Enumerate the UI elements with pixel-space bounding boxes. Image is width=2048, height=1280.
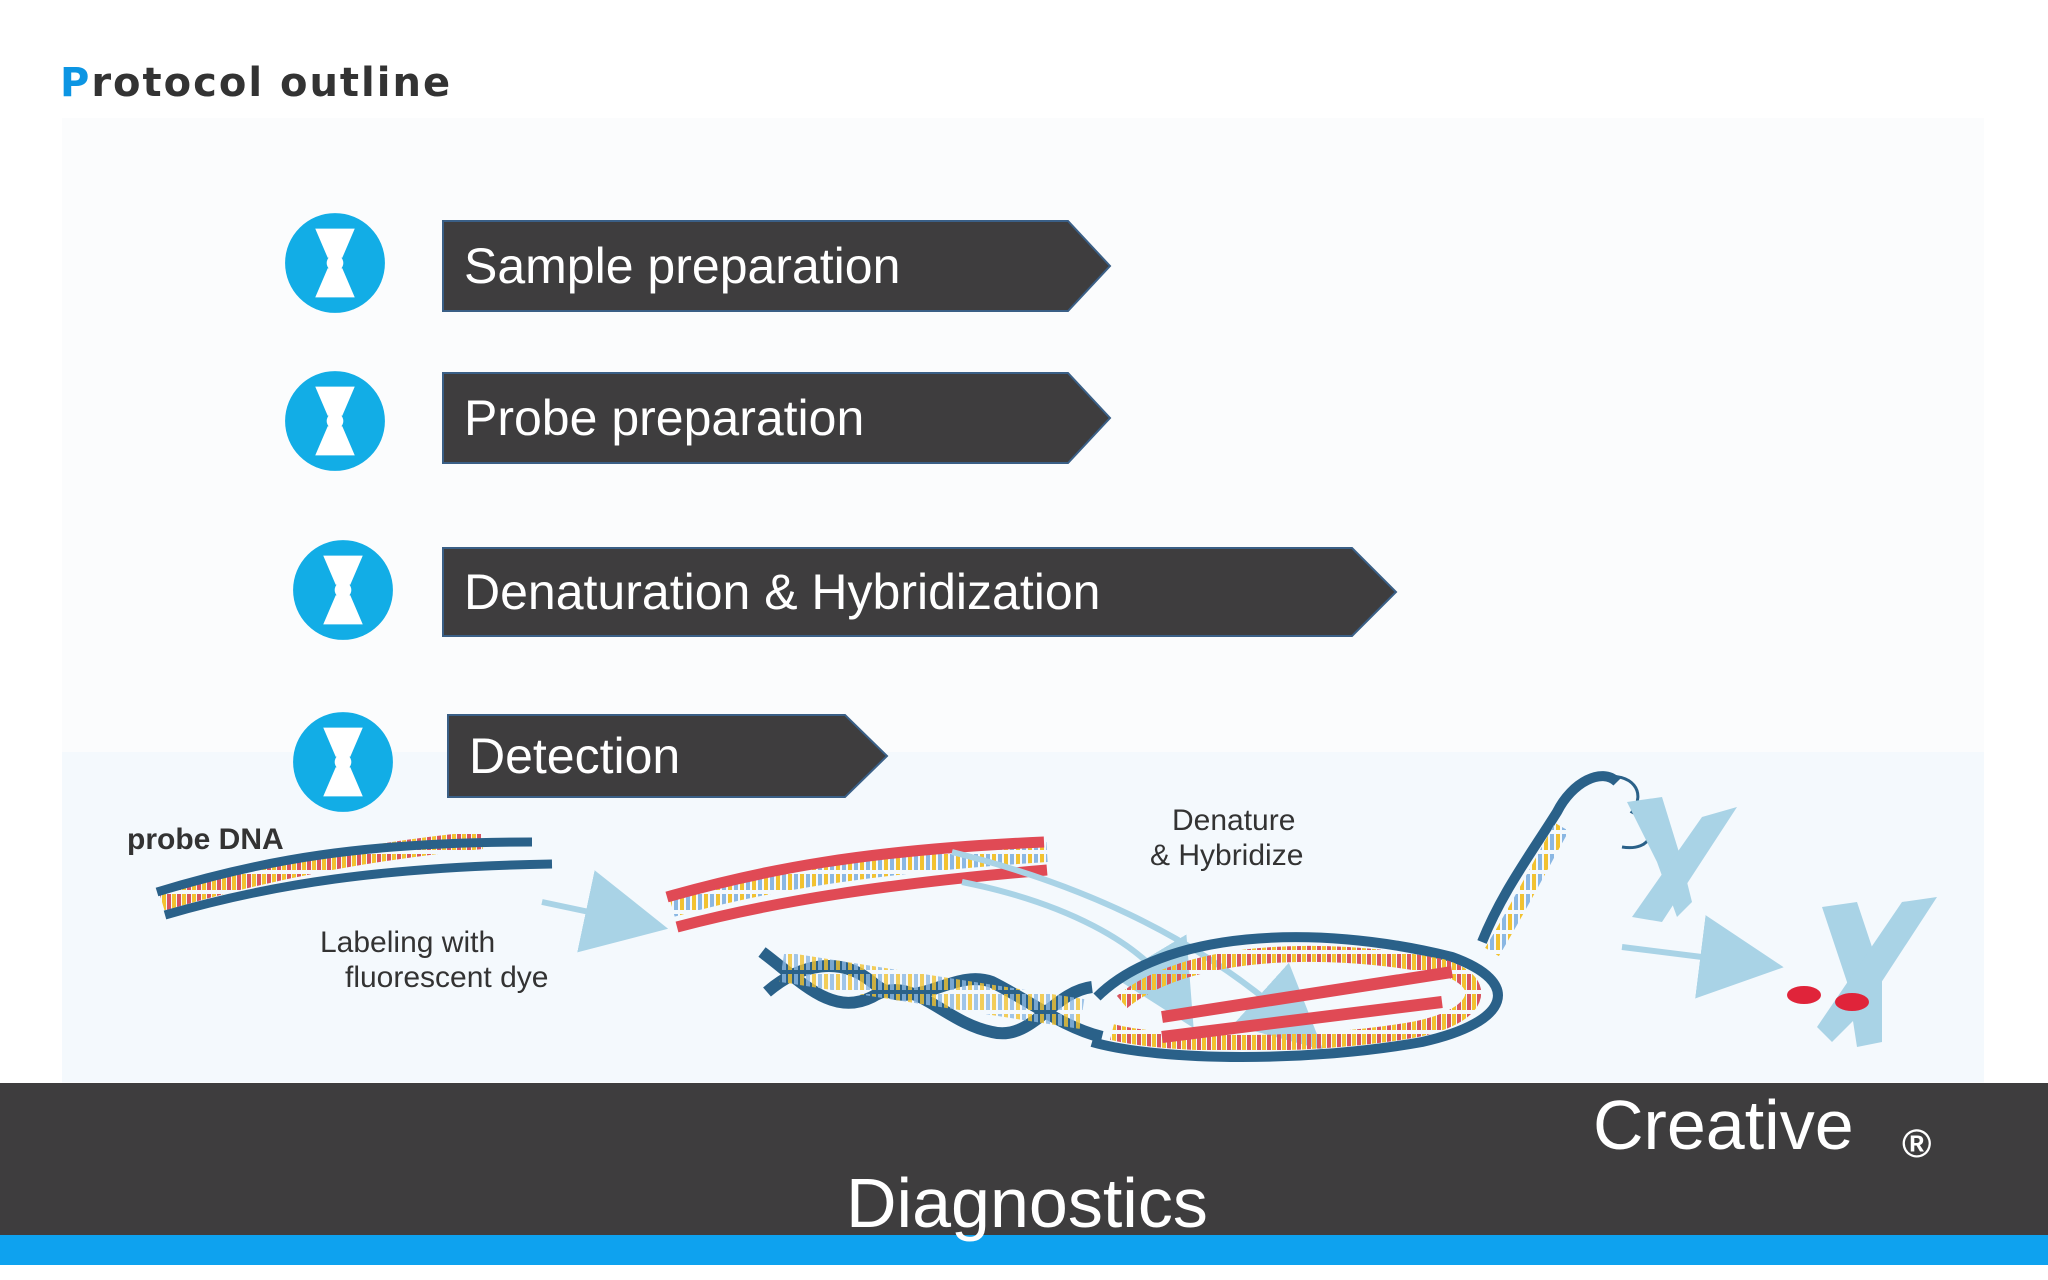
chromosome-before	[1627, 797, 1737, 922]
denature-text-line2: & Hybridize	[1150, 839, 1303, 872]
step-2-bowtie-icon	[283, 369, 387, 473]
hybridize-arrow-2	[961, 879, 1194, 1028]
probe-dna-label: probe DNA	[127, 823, 284, 856]
step-4-bowtie-icon	[291, 710, 395, 814]
denature-text-line1: Denature	[1172, 804, 1295, 837]
labeling-arrow	[541, 870, 669, 953]
labeled-probe-strand	[665, 836, 1048, 933]
page-title: Protocol outline	[60, 60, 452, 106]
step-detection: Detection	[447, 714, 889, 798]
title-first-letter: P	[60, 60, 92, 106]
step-label: Probe preparation	[464, 390, 865, 446]
footer-bar	[0, 1083, 2048, 1235]
chromosome-after	[1787, 897, 1937, 1047]
brand-word-creative: Creative	[1593, 1086, 1854, 1164]
brand-registered-mark: ®	[1902, 1122, 1932, 1166]
title-rest: rotocol outline	[91, 60, 453, 106]
labeling-text-line2: fluorescent dye	[345, 961, 548, 994]
step-probe-preparation: Probe preparation	[442, 372, 1112, 464]
step-sample-preparation: Sample preparation	[442, 220, 1112, 312]
hybridization-result-arrow	[1621, 915, 1784, 999]
step-label: Sample preparation	[464, 238, 901, 294]
step-denaturation-hybridization: Denaturation & Hybridization	[442, 547, 1398, 637]
step-3-bowtie-icon	[291, 538, 395, 642]
footer-blue-stripe	[0, 1235, 2048, 1265]
step-label: Detection	[469, 728, 681, 784]
fish-process-illustration: probe DNA Labeling with fluorescent dye …	[127, 771, 1937, 1062]
brand-word-diagnostics: Diagnostics	[846, 1164, 1208, 1242]
labeling-text-line1: Labeling with	[320, 926, 495, 959]
step-1-bowtie-icon	[283, 211, 387, 315]
hybridize-arrow-1	[951, 849, 1324, 1051]
probe-dna-strand	[155, 831, 553, 920]
target-dna-helix	[758, 771, 1652, 1062]
step-label: Denaturation & Hybridization	[464, 564, 1101, 620]
